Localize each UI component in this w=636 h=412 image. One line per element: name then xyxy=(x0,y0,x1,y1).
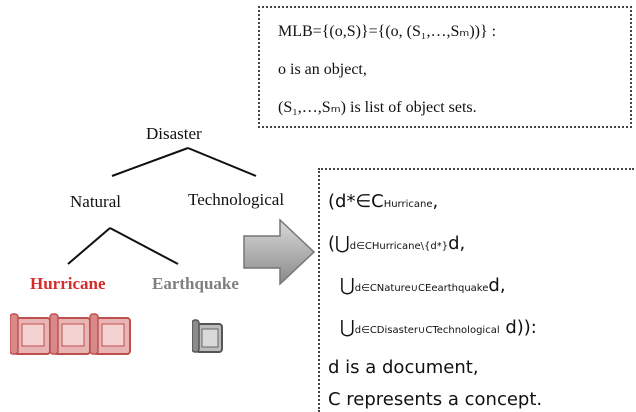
node-hurricane: Hurricane xyxy=(30,274,106,293)
doc-line-3-main: ⋃ xyxy=(340,275,355,296)
hurricane-document-icons xyxy=(10,313,131,355)
mlb-line-2: o is an object, xyxy=(278,61,367,78)
doc-line-6: C represents a concept. xyxy=(328,389,543,410)
doc-line-3: ⋃d∈CNature∪CEearthquaked, xyxy=(340,274,506,301)
doc-line-2-main: (⋃ xyxy=(328,233,350,254)
mlb-definition-box: MLB={(o,S)}={(o, (S₁,…,Sₘ))} : o is an o… xyxy=(258,6,632,128)
document-scroll-icon xyxy=(89,313,131,355)
edge-disaster-natural xyxy=(111,147,189,177)
node-natural: Natural xyxy=(70,192,121,211)
doc-line-2: (⋃d∈CHurricane\{d*}d, xyxy=(328,232,465,259)
node-technological: Technological xyxy=(188,190,285,209)
doc-line-5: d is a document, xyxy=(328,357,479,378)
right-arrow-icon xyxy=(243,218,316,286)
doc-line-4-main: ⋃ xyxy=(340,317,355,338)
doc-line-1: (d*∈CHurricane, xyxy=(328,190,438,217)
doc-line-2-tail: d, xyxy=(448,233,466,254)
mlb-line-1: MLB={(o,S)}={(o, (S₁,…,Sₘ))} : xyxy=(278,23,497,40)
node-earthquake: Earthquake xyxy=(152,274,239,293)
edge-natural-earthquake xyxy=(109,227,179,265)
doc-line-4-sub: d∈CDisaster∪CTechnological xyxy=(354,325,500,336)
document-scroll-icon xyxy=(10,313,51,355)
earthquake-document-icon xyxy=(192,319,223,353)
doc-line-1-tail: , xyxy=(432,191,439,212)
document-set-box: (d*∈CHurricane, (⋃d∈CHurricane\{d*}d, ⋃d… xyxy=(318,168,634,412)
edge-disaster-technological xyxy=(187,147,257,177)
doc-line-4-tail: d)): xyxy=(499,317,537,338)
document-scroll-icon xyxy=(49,313,91,355)
doc-line-2-sub: d∈CHurricane\{d*} xyxy=(349,241,449,252)
doc-line-1-main: (d*∈C xyxy=(328,191,384,212)
node-disaster: Disaster xyxy=(146,124,202,143)
doc-line-4: ⋃d∈CDisaster∪CTechnological d)): xyxy=(340,316,537,343)
mlb-line-3: (S₁,…,Sₘ) is list of object sets. xyxy=(278,99,477,116)
edge-natural-hurricane xyxy=(67,227,111,265)
doc-line-3-tail: d, xyxy=(488,275,506,296)
doc-line-1-sub: Hurricane xyxy=(383,199,433,210)
doc-line-3-sub: d∈CNature∪CEearthquake xyxy=(354,283,489,294)
